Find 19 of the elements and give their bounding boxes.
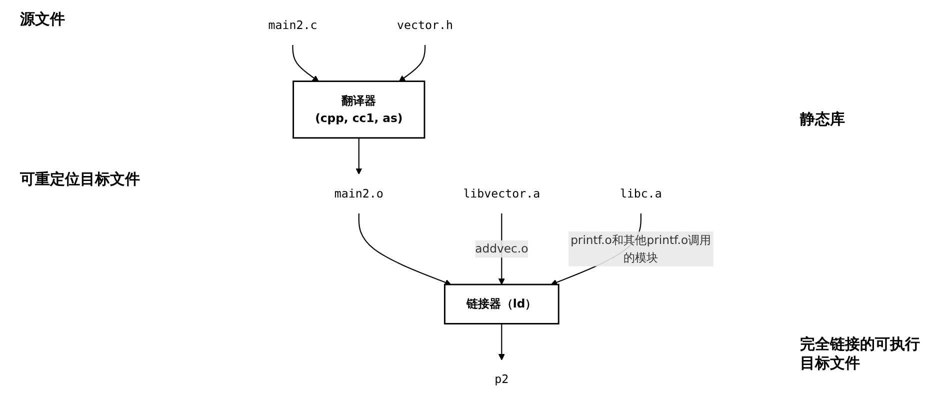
annotation-text: 完全链接的可执行目标文件 — [800, 335, 920, 373]
arrow — [292, 45, 319, 82]
node-box: 链接器（ld） — [444, 284, 560, 324]
annotation-text: 可重定位目标文件 — [20, 170, 140, 189]
arrow — [498, 324, 505, 360]
node-text: main2.o — [334, 186, 384, 200]
node-text: libvector.a — [463, 186, 540, 200]
edge-label: printf.o和其他printf.o调用的模块 — [570, 232, 712, 264]
annotation-text: 源文件 — [20, 10, 65, 29]
node-text: vector.h — [397, 18, 453, 32]
node-text: main2.c — [268, 18, 318, 32]
arrow — [398, 45, 426, 82]
arrow — [356, 138, 362, 174]
arrow — [358, 213, 452, 286]
node-text: libc.a — [620, 186, 662, 200]
node-box: 翻译器 (cpp, cc1, as) — [292, 80, 426, 139]
node-text: p2 — [494, 372, 509, 386]
edge-label: addvec.o — [475, 242, 528, 256]
annotation-text: 静态库 — [800, 110, 845, 129]
